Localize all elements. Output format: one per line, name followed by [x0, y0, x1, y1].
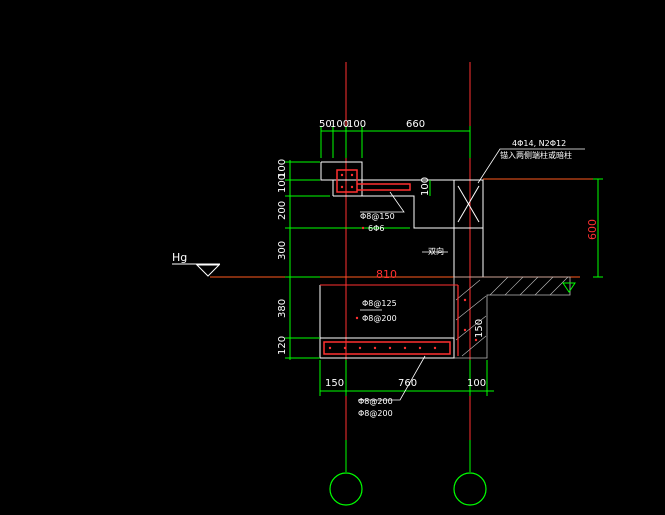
dim-right-600: 600	[586, 219, 599, 240]
ground-level-marker	[562, 282, 576, 293]
dim-left-200: 200	[277, 201, 288, 220]
dim-bottom-760: 760	[398, 378, 417, 389]
column-cross-2	[457, 185, 480, 223]
dim-inner-150: 150	[474, 319, 485, 338]
ground-hatch-area	[453, 276, 571, 359]
rebar-marker-1	[361, 226, 365, 230]
axis-bubble-right[interactable]	[453, 472, 487, 506]
rebar-upper-stirrup	[336, 169, 358, 193]
dim-top-50: 50	[319, 119, 332, 130]
column-box	[453, 179, 484, 229]
rebar-upper-main	[357, 183, 411, 191]
note-line1: 4Φ14, N2Φ12	[512, 139, 566, 148]
dim-bottom-100: 100	[467, 378, 486, 389]
note-line2: 锚入两侧端柱或暗柱	[500, 150, 572, 160]
dim-right	[593, 178, 603, 278]
dim-left-100b: 100	[277, 174, 288, 193]
rebar-upper-label-2: 6Φ6	[368, 224, 384, 233]
rebar-upper-label-1: Φ8@150	[360, 212, 395, 221]
rebar-lower-label-1: Φ8@125	[362, 299, 397, 308]
dim-left	[285, 160, 410, 360]
hg-label: Hg	[172, 251, 187, 264]
dim-top	[320, 126, 471, 158]
dim-top-100b: 100	[347, 119, 366, 130]
dim-top-100a: 100	[330, 119, 349, 130]
dim-left-120: 120	[277, 336, 288, 355]
rebar-dots	[328, 173, 478, 350]
dim-left-380: 380	[277, 299, 288, 318]
dim-left-100a: 100	[277, 159, 288, 178]
rebar-side-label: 双向	[428, 246, 444, 256]
rebar-lower-main	[323, 341, 451, 355]
lower-slab-outline	[319, 337, 455, 359]
upper-slab-outline	[320, 161, 455, 229]
axis-bubble-left[interactable]	[329, 472, 363, 506]
dim-mid-810: 810	[376, 268, 397, 281]
rebar-lower-label-2: Φ8@200	[362, 314, 397, 323]
dim-bottom-150: 150	[325, 378, 344, 389]
leaders	[358, 148, 585, 401]
dim-top-660: 660	[406, 119, 425, 130]
dim-bottom	[319, 360, 494, 396]
ground-hatch-lines	[455, 276, 569, 357]
rebar-bottom-label-2: Φ8@200	[358, 409, 393, 418]
rebar-marker-2	[355, 316, 359, 320]
dim-left-300: 300	[277, 241, 288, 260]
rebar-bottom-label-1: Φ8@200	[358, 397, 393, 406]
hg-level-triangle	[195, 264, 221, 277]
dim-inner-100: 100	[420, 177, 431, 196]
